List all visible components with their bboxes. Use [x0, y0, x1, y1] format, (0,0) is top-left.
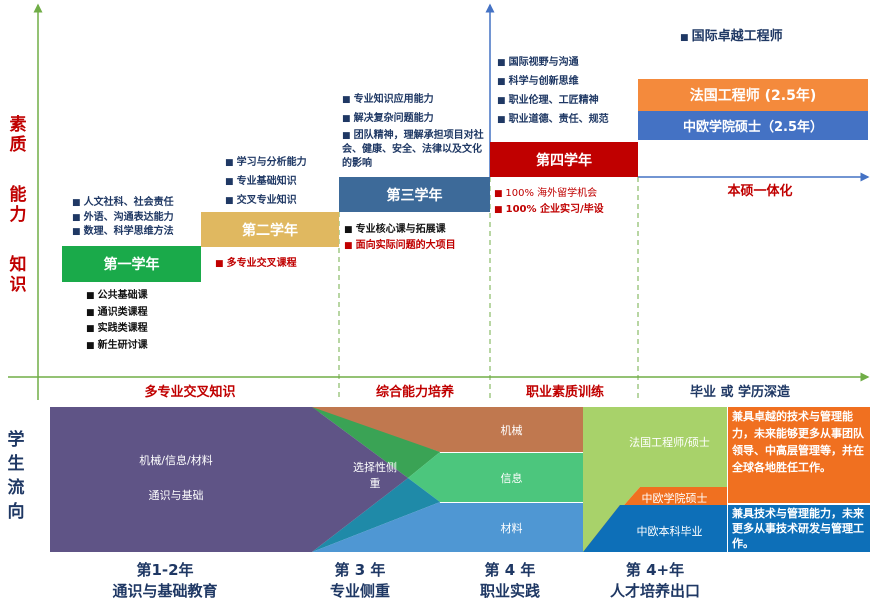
year-2-box: 第二学年 — [201, 212, 339, 247]
exit-master: 中欧学院硕士 — [641, 492, 708, 505]
desc-bottom: 兼具技术与管理能力，未来更多从事技术研发与管理工作。 — [728, 505, 870, 552]
axis-label: 综合能力培养 — [375, 385, 455, 400]
stage-name: 专业侧重 — [329, 582, 391, 600]
general-text: 机械/信息/材料 — [139, 454, 213, 467]
stage-1: 第1-2年通识与基础教育 — [112, 560, 217, 602]
exit-bachelor: 中欧本科毕业 — [636, 525, 703, 538]
stage-year: 第 3 年 — [334, 561, 386, 579]
year-2-skill: 交叉专业知识 — [225, 193, 297, 209]
label-quality: 素质 — [9, 115, 27, 155]
stage-name: 通识与基础教育 — [112, 582, 218, 600]
year-3-skill: 团队精神，理解承担项目对社会、健康、安全、法律以及文化的影响 — [342, 129, 487, 171]
student-flow-label: 学生流向 — [7, 430, 25, 522]
stage-year: 第1-2年 — [136, 561, 194, 579]
selective-text: 选择性侧重 — [353, 461, 397, 490]
year-2-skill: 专业基础知识 — [225, 174, 297, 190]
year-1-course: 实践类课程 — [86, 321, 148, 337]
year-1-box: 第一学年 — [62, 246, 201, 282]
year-3-course: 专业核心课与拓展课 — [344, 222, 446, 238]
year-1-course: 通识类课程 — [86, 305, 148, 321]
axis-label: 多专业交叉知识 — [144, 385, 236, 400]
desc-top: 兼具卓越的技术与管理能力，未来能够更多从事团队领导、中高层管理等，并在全球各地胜… — [728, 407, 870, 503]
year-3-skill: 专业知识应用能力 — [342, 92, 434, 108]
label-ability: 能力 — [9, 185, 27, 225]
year-1-course: 新生研讨课 — [86, 338, 148, 354]
year-4-skill: 科学与创新思维 — [497, 74, 579, 90]
stage-name: 职业实践 — [479, 582, 541, 600]
axis-label: 毕业 或 学历深造 — [689, 385, 791, 400]
year-4-skill: 职业伦理、工匠精神 — [497, 93, 599, 109]
general-text: 通识与基础 — [148, 489, 204, 502]
year-4-course: 100% 海外留学机会 — [494, 186, 597, 202]
year-4-course: 100% 企业实习/毕设 — [494, 202, 604, 218]
stage-3: 第 4 年职业实践 — [480, 560, 540, 602]
intl-engineer-label: 国际卓越工程师 — [680, 29, 783, 46]
year-1-course: 公共基础课 — [86, 288, 148, 304]
stage-4: 第 4+年人才培养出口 — [610, 560, 700, 602]
major-mechanical: 机械 — [440, 407, 583, 452]
year-1-skill: 数理、科学思维方法 — [72, 224, 174, 240]
flow-transition — [302, 407, 727, 552]
year-4-box: 第四学年 — [490, 142, 638, 177]
year-1-skill: 外语、沟通表达能力 — [72, 210, 174, 226]
stage-2: 第 3 年专业侧重 — [330, 560, 390, 602]
year-3-course: 面向实际问题的大项目 — [344, 238, 456, 254]
year-3-skill: 解决复杂问题能力 — [342, 111, 434, 127]
year-4-skill: 职业道德、责任、规范 — [497, 112, 609, 128]
year-4-skill: 国际视野与沟通 — [497, 55, 579, 71]
year-3-box: 第三学年 — [339, 177, 490, 212]
year-2-skill: 学习与分析能力 — [225, 155, 307, 171]
integrated-label: 本硕一体化 — [727, 184, 793, 199]
master-box: 中欧学院硕士（2.5年） — [638, 111, 868, 140]
year-1-skill: 人文社科、社会责任 — [72, 195, 174, 211]
year-2-course: 多专业交叉课程 — [215, 256, 297, 272]
major-materials: 材料 — [440, 503, 583, 552]
exit-french: 法国工程师/硕士 — [629, 436, 710, 449]
general-block — [50, 407, 302, 552]
stage-year: 第 4+年 — [625, 561, 685, 579]
stage-name: 人才培养出口 — [609, 582, 701, 600]
stage-year: 第 4 年 — [484, 561, 536, 579]
axis-label: 职业素质训练 — [525, 385, 605, 400]
major-information: 信息 — [440, 453, 583, 502]
french-engineer-box: 法国工程师 (2.5年) — [638, 79, 868, 111]
label-knowledge: 知识 — [9, 255, 27, 295]
